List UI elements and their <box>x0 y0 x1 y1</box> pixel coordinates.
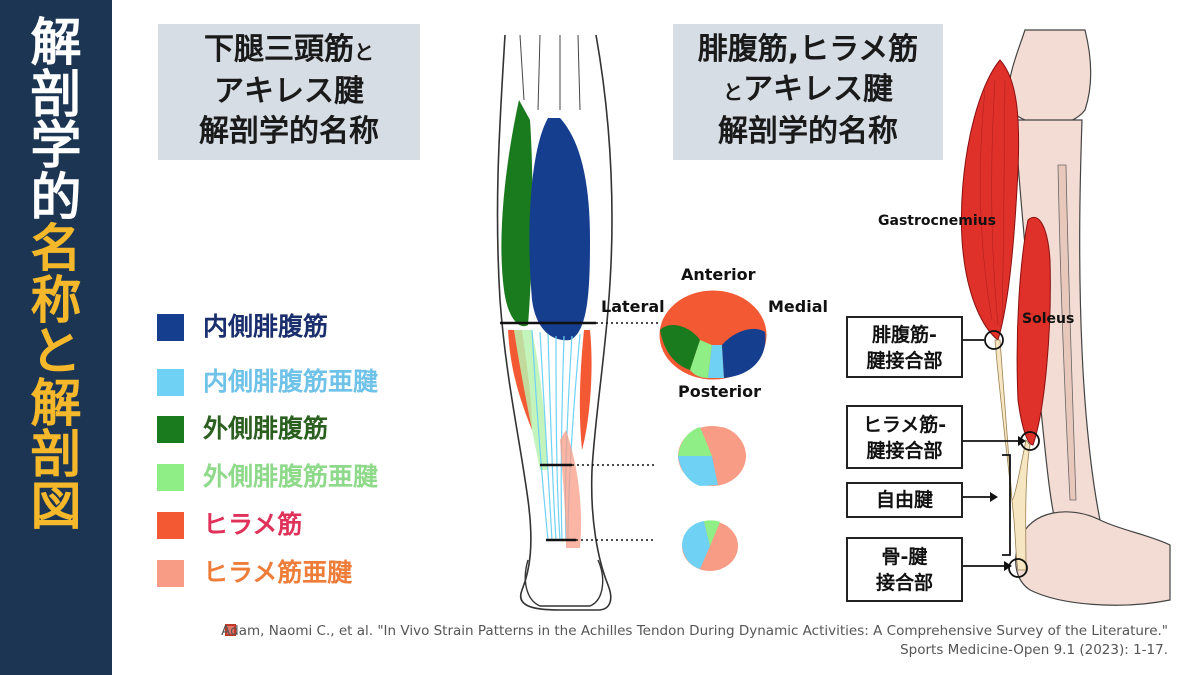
cross-section-top <box>658 289 768 381</box>
posterior-leg-illustration <box>496 34 660 611</box>
label-soleus: Soleus <box>1022 311 1075 327</box>
title-text: アキレス腱 <box>743 72 893 107</box>
label-lateral: Lateral <box>601 297 665 316</box>
title-char: 解 <box>30 14 82 73</box>
title-line: 腓腹筋,ヒラメ筋 <box>697 32 919 67</box>
cross-section-middle <box>678 426 746 486</box>
label-medial: Medial <box>768 297 828 316</box>
callout-gastrocnemius-tendon-junction: 腓腹筋- 腱接合部 <box>846 316 963 378</box>
legend-item: 外側腓腹筋亜腱 <box>157 460 487 492</box>
title-line: 解剖学的名称 <box>718 114 898 149</box>
soleus-medial <box>579 330 592 450</box>
legend-label: 内側腓腹筋亜腱 <box>203 367 379 396</box>
foot-bones <box>1015 511 1171 606</box>
legend-item: ヒラメ筋 <box>157 508 487 540</box>
title-char: 名 <box>30 220 82 279</box>
legend-swatch <box>157 464 184 491</box>
citation-line-2: Sports Medicine-Open 9.1 (2023): 1-17. <box>900 642 1168 658</box>
title-particle: と <box>354 40 374 64</box>
title-char: 学 <box>30 117 82 176</box>
callout-line: 腱接合部 <box>866 350 943 372</box>
callout-line: 自由腱 <box>875 489 933 511</box>
callout-line: 骨-腱 <box>881 546 928 568</box>
title-line: 下腿三頭筋と <box>158 30 420 72</box>
soleus-muscle <box>1016 217 1051 446</box>
title-particle: と <box>723 80 743 104</box>
legend-item: 内側腓腹筋亜腱 <box>157 365 487 397</box>
lateral-subtendon <box>514 330 548 470</box>
callout-line: 腱接合部 <box>866 440 943 462</box>
legend-item: ヒラメ筋亜腱 <box>157 556 487 588</box>
legend-label: 内側腓腹筋 <box>203 312 329 341</box>
legend-swatch <box>157 512 184 539</box>
title-box-left: 下腿三頭筋と アキレス腱 解剖学的名称 <box>158 24 420 160</box>
callout-free-tendon: 自由腱 <box>846 482 963 518</box>
mtj-gastrocnemius-marker <box>984 330 1004 350</box>
femur-condyle <box>1008 29 1092 126</box>
title-line: アキレス腱 <box>214 74 364 109</box>
callout-bone-tendon-junction: 骨-腱 接合部 <box>846 537 963 602</box>
callout-soleus-tendon-junction: ヒラメ筋- 腱接合部 <box>846 405 963 469</box>
legend-swatch <box>157 560 184 587</box>
legend-swatch <box>157 416 184 443</box>
callout-line: 接合部 <box>875 572 933 594</box>
free-tendon-bracket <box>1002 454 1011 556</box>
soleus-lateral <box>508 330 532 430</box>
legend-label: 外側腓腹筋亜腱 <box>203 462 379 491</box>
title-char: 剖 <box>30 65 82 125</box>
title-char: 解 <box>30 374 82 434</box>
gastrocnemius-muscle <box>960 59 1020 341</box>
sidebar: 解 剖 学 的 名 称 と 解 剖 図 <box>0 0 112 675</box>
legend-swatch <box>157 369 184 396</box>
title-line: 解剖学的名称 <box>199 114 379 149</box>
citation-line-1: Adam, Naomi C., et al. "In Vivo Strain P… <box>221 623 1168 639</box>
legend-label: 外側腓腹筋 <box>203 414 329 443</box>
title-text: 下腿三頭筋 <box>204 32 354 67</box>
label-posterior: Posterior <box>678 382 761 401</box>
legend-swatch <box>157 314 184 341</box>
legend-label: ヒラメ筋 <box>203 510 303 539</box>
gastrocnemius-fibers <box>980 79 1006 326</box>
title-char: 剖 <box>30 426 82 485</box>
title-char: と <box>30 323 82 382</box>
title-box-right: 腓腹筋,ヒラメ筋 とアキレス腱 解剖学的名称 <box>673 24 943 160</box>
lateral-leg-illustration <box>960 29 1171 606</box>
fibula <box>1057 164 1077 501</box>
achilles-tendon <box>994 339 1031 571</box>
label-anterior: Anterior <box>681 265 756 284</box>
medial-gastrocnemius <box>529 118 590 341</box>
osteotendinous-junction-marker <box>1008 558 1028 578</box>
title-char: 称 <box>30 271 82 331</box>
label-gastrocnemius: Gastrocnemius <box>878 213 996 229</box>
lateral-gastrocnemius <box>501 100 533 327</box>
title-char: 的 <box>30 168 82 228</box>
vertical-title: 解 剖 学 的 名 称 と 解 剖 図 <box>0 18 112 533</box>
callout-line: 腓腹筋- <box>872 324 937 346</box>
legend-label: ヒラメ筋亜腱 <box>203 558 353 587</box>
legend-item: 外側腓腹筋 <box>157 412 487 444</box>
legend-item: 内側腓腹筋 <box>157 310 487 342</box>
soleus-subtendon <box>560 430 582 548</box>
upper-fibers <box>519 34 581 111</box>
callout-line: ヒラメ筋- <box>862 414 947 436</box>
title-line: とアキレス腱 <box>673 70 943 112</box>
calcaneus <box>524 559 604 607</box>
title-char: 図 <box>30 477 82 537</box>
cross-section-bottom <box>682 520 738 571</box>
